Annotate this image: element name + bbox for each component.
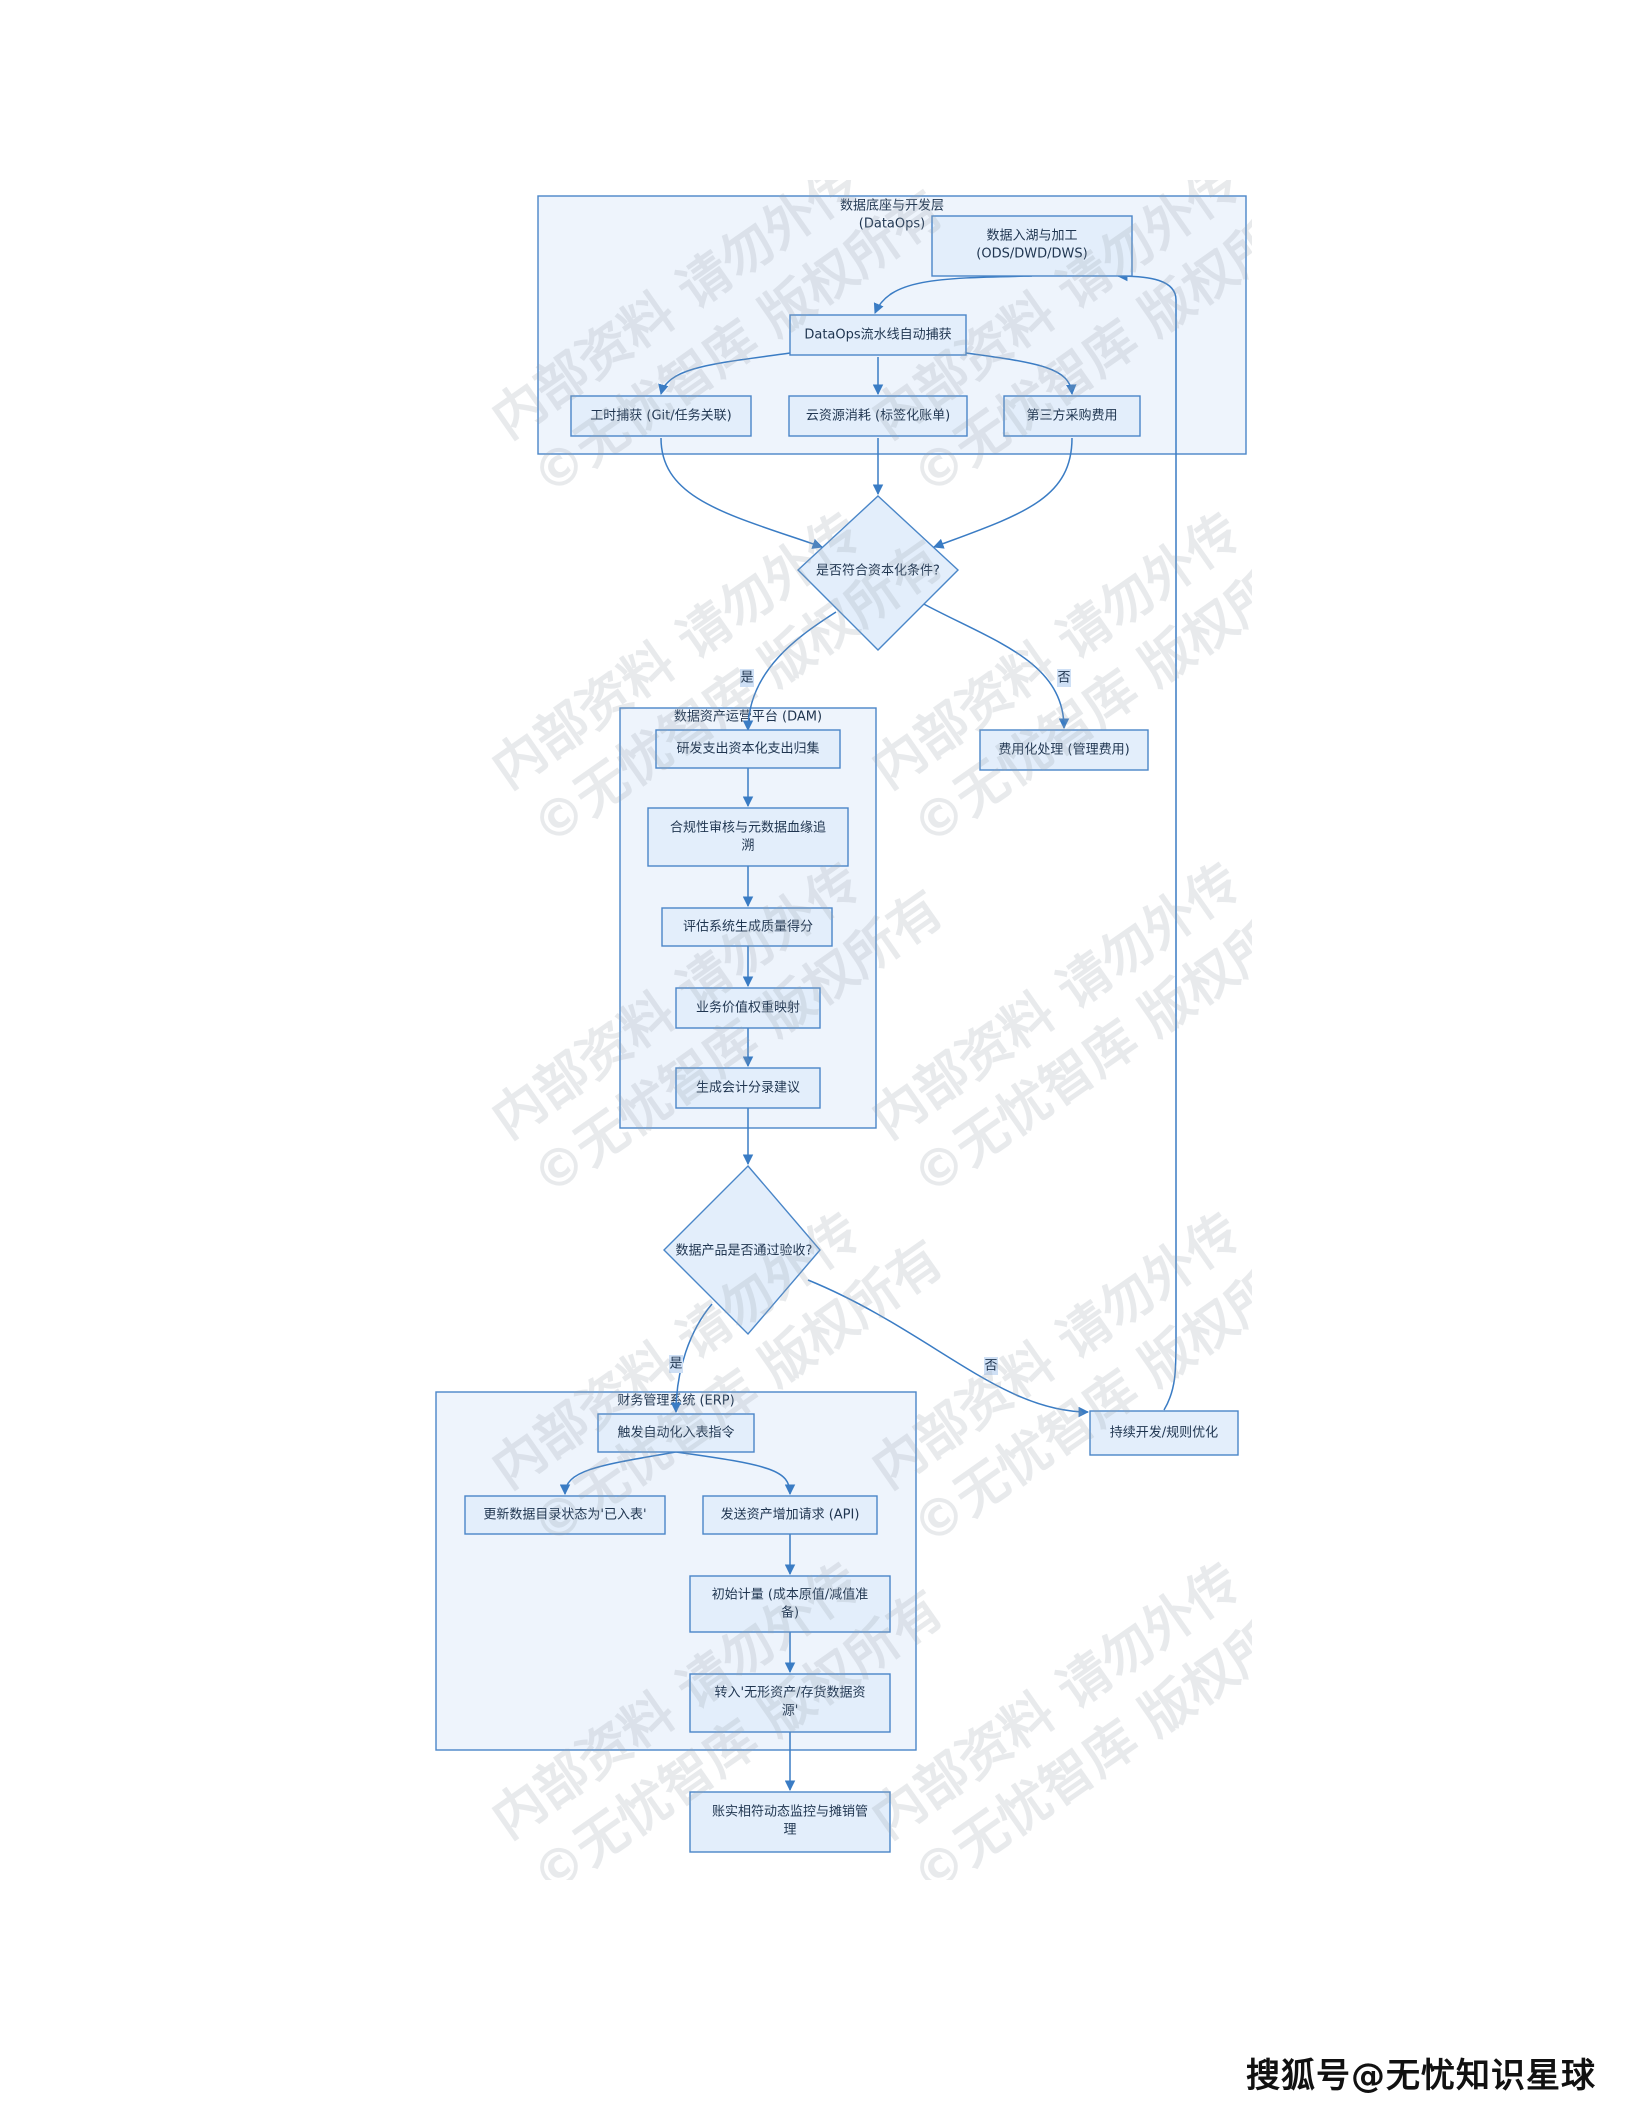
node-capture-label: DataOps流水线自动捕获: [804, 327, 951, 343]
edge-label-d1-no: 否: [1057, 669, 1071, 687]
node-decision1: 是否符合资本化条件?: [796, 495, 960, 651]
node-transfer: 转入'无形资产/存货数据资 源': [689, 1673, 891, 1733]
node-catalog: 更新数据目录状态为'已入表': [464, 1495, 666, 1535]
node-expense: 费用化处理 (管理费用): [979, 729, 1149, 771]
node-lake-line1: 数据入湖与加工: [986, 229, 1077, 244]
edge-trigger-api: [675, 1451, 796, 1496]
node-monitor-line2: 理: [783, 1823, 796, 1838]
edge-thirdparty-d1: [933, 437, 1073, 549]
edge-label-d2-no-text: 否: [984, 1359, 997, 1374]
edge-label-d1-yes: 是: [740, 669, 754, 687]
edge-d2-optimize: [807, 1279, 1090, 1418]
edge-label-d2-no: 否: [984, 1357, 998, 1375]
edge-label-d1-yes-text: 是: [740, 671, 753, 686]
node-monitor-line1: 账实相符动态监控与摊销管: [712, 1804, 868, 1820]
node-api: 发送资产增加请求 (API): [702, 1495, 878, 1535]
edge-d1-collect: [742, 611, 837, 732]
node-quality-label: 评估系统生成质量得分: [683, 919, 813, 935]
node-labor: 工时捕获 (Git/任务关联): [570, 395, 752, 437]
node-trigger-label: 触发自动化入表指令: [617, 1425, 734, 1441]
node-value: 业务价值权重映射: [675, 987, 821, 1029]
node-quality: 评估系统生成质量得分: [661, 907, 833, 947]
node-optimize: 持续开发/规则优化: [1089, 1410, 1239, 1456]
footer-credit: 搜狐号@无忧知识星球: [1246, 2056, 1596, 2096]
node-decision2-label: 数据产品是否通过验收?: [676, 1243, 813, 1259]
node-entry-label: 生成会计分录建议: [696, 1081, 800, 1096]
node-optimize-label: 持续开发/规则优化: [1110, 1425, 1218, 1441]
node-thirdparty: 第三方采购费用: [1003, 395, 1141, 437]
edge-labor-d1: [660, 437, 823, 549]
node-compliance-line1: 合规性审核与元数据血缘追: [670, 820, 826, 836]
node-lake-line2: (ODS/DWD/DWS): [976, 247, 1087, 262]
node-api-label: 发送资产增加请求 (API): [721, 1507, 860, 1523]
node-labor-label: 工时捕获 (Git/任务关联): [590, 408, 731, 424]
node-capture: DataOps流水线自动捕获: [789, 314, 967, 356]
node-collect-label: 研发支出资本化支出归集: [676, 741, 819, 757]
node-lake: 数据入湖与加工 (ODS/DWD/DWS): [931, 215, 1133, 277]
node-measure: 初始计量 (成本原值/减值准 备): [689, 1575, 891, 1633]
node-transfer-line2: 源': [782, 1704, 799, 1719]
node-decision1-label: 是否符合资本化条件?: [816, 563, 940, 579]
node-thirdparty-label: 第三方采购费用: [1026, 408, 1117, 424]
edge-trigger-catalog: [559, 1451, 677, 1496]
node-measure-line1: 初始计量 (成本原值/减值准: [712, 1587, 869, 1603]
node-collect: 研发支出资本化支出归集: [655, 729, 841, 769]
node-transfer-line1: 转入'无形资产/存货数据资: [715, 1685, 866, 1701]
cluster-dataops-subtitle: (DataOps): [859, 217, 925, 232]
node-value-label: 业务价值权重映射: [696, 1000, 800, 1016]
edge-capture-thirdparty: [965, 352, 1077, 396]
edge-optimize-lake: [1116, 270, 1177, 1411]
node-decision2: 数据产品是否通过验收?: [663, 1164, 821, 1336]
edge-label-d2-yes: 是: [669, 1355, 683, 1373]
node-cloud: 云资源消耗 (标签化账单): [788, 395, 968, 437]
edge-capture-labor: [658, 352, 791, 396]
cluster-dam-title: 数据资产运营平台 (DAM): [674, 710, 822, 725]
node-compliance-line2: 溯: [741, 838, 754, 854]
node-entry: 生成会计分录建议: [675, 1067, 821, 1109]
node-catalog-label: 更新数据目录状态为'已入表': [483, 1507, 646, 1523]
edge-label-d2-yes-text: 是: [669, 1357, 682, 1372]
node-compliance: 合规性审核与元数据血缘追 溯: [647, 807, 849, 867]
cluster-dataops-title: 数据底座与开发层: [840, 198, 944, 214]
edge-d1-expense: [919, 601, 1070, 730]
edge-d2-trigger: [670, 1303, 713, 1414]
node-expense-label: 费用化处理 (管理费用): [998, 743, 1129, 758]
node-measure-line2: 备): [781, 1605, 799, 1621]
node-monitor: 账实相符动态监控与摊销管 理: [689, 1791, 891, 1853]
edges: [559, 270, 1177, 1792]
edge-label-d1-no-text: 否: [1057, 671, 1070, 686]
node-cloud-label: 云资源消耗 (标签化账单): [806, 408, 950, 424]
node-trigger: 触发自动化入表指令: [597, 1413, 755, 1453]
